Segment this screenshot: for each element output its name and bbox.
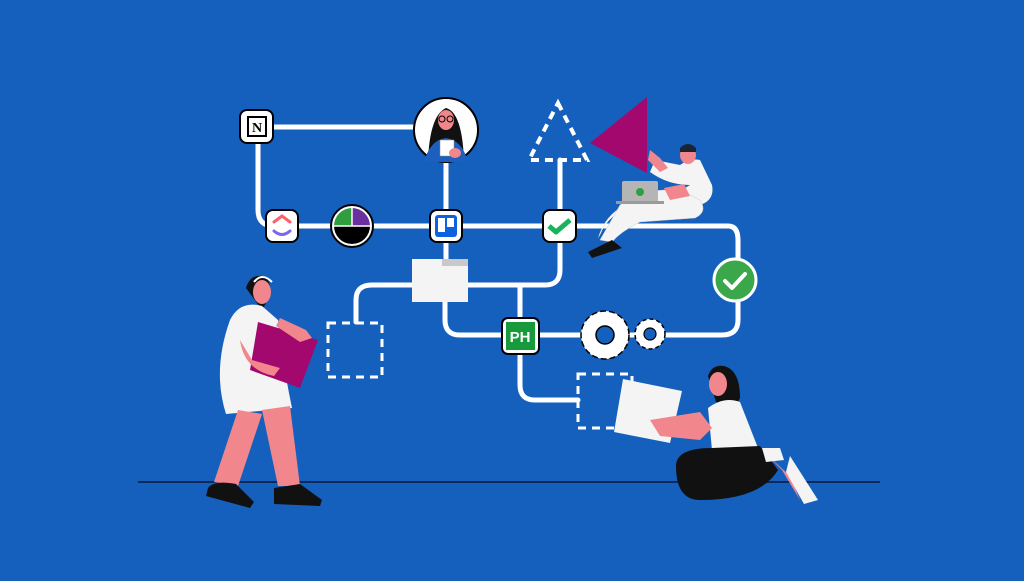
magenta-triangle xyxy=(590,97,647,173)
trello-icon xyxy=(429,209,463,243)
dashed-square-icon xyxy=(576,372,634,430)
notion-icon: N xyxy=(239,109,274,144)
dashed-square-icon xyxy=(326,321,384,379)
pie-quadrant-icon xyxy=(330,204,374,248)
clickup-icon xyxy=(265,209,299,243)
avatar-woman-glasses xyxy=(413,97,479,163)
woman-walking xyxy=(206,275,322,508)
svg-text:PH: PH xyxy=(510,329,531,346)
producthunt-icon: PH xyxy=(501,317,540,355)
gears-icon xyxy=(580,310,666,360)
dashed-triangle-icon xyxy=(525,98,591,162)
man-with-laptop xyxy=(588,144,713,258)
check-circle-icon xyxy=(712,257,758,303)
svg-text:N: N xyxy=(252,121,262,136)
folder-icon xyxy=(412,259,468,302)
woman-kneeling xyxy=(614,365,818,504)
wrike-check-icon xyxy=(542,209,577,243)
